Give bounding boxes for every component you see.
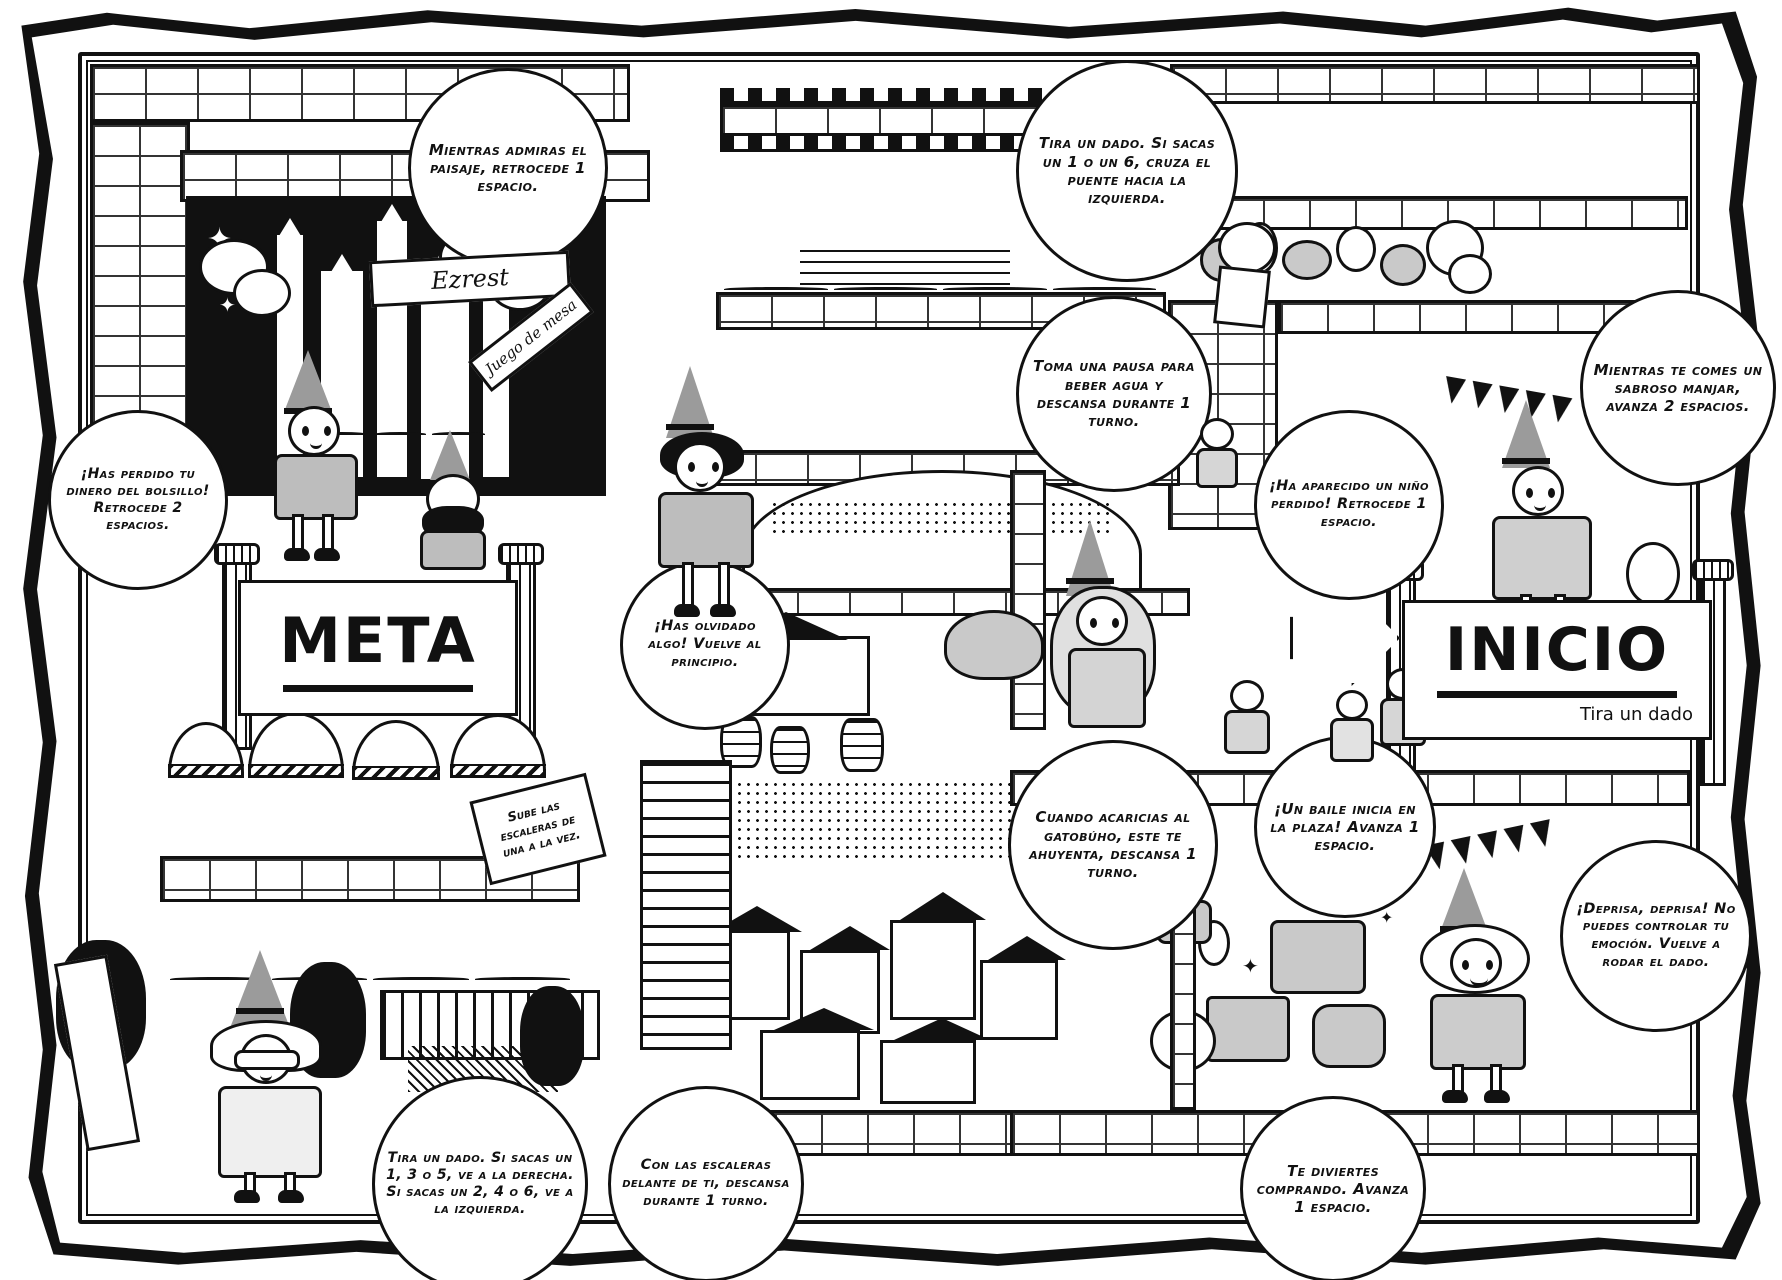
basket bbox=[1312, 1004, 1386, 1068]
fruit bbox=[1282, 240, 1332, 280]
space-text: Con las escaleras delante de ti, descans… bbox=[622, 1157, 790, 1209]
space-bubble-baile-plaza[interactable]: ¡Un baile inicia en la plaza! Avanza 1 e… bbox=[1254, 736, 1436, 918]
town-house bbox=[980, 960, 1058, 1040]
satchel bbox=[1270, 920, 1366, 994]
wall-left-vertical bbox=[90, 122, 190, 452]
space-text: Mientras admiras el paisaje, retrocede 1… bbox=[428, 140, 588, 196]
villager-small bbox=[1328, 690, 1378, 764]
cloud bbox=[233, 269, 291, 317]
start-label: INICIO bbox=[1444, 615, 1670, 685]
space-bubble-escaleras-delante[interactable]: Con las escaleras delante de ti, descans… bbox=[608, 1086, 804, 1280]
house-roof bbox=[894, 1018, 990, 1040]
cotton-candy bbox=[1448, 254, 1492, 294]
arch bbox=[373, 977, 469, 980]
barrel bbox=[770, 726, 810, 774]
arch bbox=[1052, 287, 1156, 290]
villager-small bbox=[1220, 680, 1274, 756]
character-boy-left bbox=[252, 350, 382, 561]
space-bubble-pausa-agua[interactable]: Toma una pausa para beber agua y descans… bbox=[1016, 296, 1212, 492]
house-roof bbox=[988, 936, 1066, 960]
space-bubble-sabroso-manjar[interactable]: Mientras te comes un sabroso manjar, ava… bbox=[1580, 290, 1776, 486]
goal-underline bbox=[283, 685, 473, 692]
space-text: ¡Has olvidado algo! Vuelve al principio. bbox=[648, 618, 762, 670]
space-bubble-olvidado-algo[interactable]: ¡Has olvidado algo! Vuelve al principio. bbox=[620, 560, 790, 730]
bird bbox=[1626, 542, 1680, 606]
space-text: Tira un dado. Si sacas un 1 o un 6, cruz… bbox=[1038, 134, 1216, 208]
cup bbox=[1213, 265, 1271, 329]
space-text: Te diviertes comprando. Avanza 1 espacio… bbox=[1256, 1161, 1410, 1217]
space-text: Toma una pausa para beber agua y descans… bbox=[1033, 357, 1195, 431]
space-bubble-nino-perdido[interactable]: ¡Ha aparecido un niño perdido! Retrocede… bbox=[1254, 410, 1444, 600]
character-boy-bottomleft bbox=[188, 950, 358, 1210]
character-gnome bbox=[406, 430, 516, 570]
wall-plaza-left bbox=[1010, 470, 1046, 730]
space-text: Cuando acaricias al gatobúho, este te ah… bbox=[1029, 808, 1197, 882]
glasses-icon bbox=[234, 1050, 300, 1070]
character-girl-running bbox=[1406, 868, 1556, 1103]
character-girl-topright bbox=[1476, 400, 1616, 635]
character-boy-centre bbox=[640, 366, 780, 617]
house-roof bbox=[810, 926, 890, 950]
river-water bbox=[800, 250, 1010, 300]
space-text: Mientras te comes un sabroso manjar, ava… bbox=[1593, 360, 1763, 416]
staircase-vertical bbox=[640, 760, 732, 1050]
space-text: ¡Ha aparecido un niño perdido! Retrocede… bbox=[1269, 478, 1429, 530]
wall-right-divider bbox=[1170, 900, 1196, 1110]
book bbox=[1206, 996, 1290, 1062]
goal-label: META bbox=[279, 604, 477, 677]
space-bubble-cruza-puente[interactable]: Tira un dado. Si sacas un 1 o un 6, cruz… bbox=[1016, 60, 1238, 282]
arch bbox=[373, 432, 427, 435]
space-bubble-te-diviertes[interactable]: Te diviertes comprando. Avanza 1 espacio… bbox=[1240, 1096, 1426, 1280]
space-bubble-deprisa[interactable]: ¡Deprisa, deprisa! No puedes controlar t… bbox=[1560, 840, 1752, 1032]
game-title: Ezrest bbox=[430, 262, 510, 296]
sparkle-icon: ✦ bbox=[1380, 908, 1394, 927]
sparkle-icon: ✦ bbox=[1242, 954, 1259, 978]
town-house bbox=[880, 1040, 976, 1104]
space-bubble-dinero-bolsillo[interactable]: ¡Has perdido tu dinero del bolsillo! Ret… bbox=[48, 410, 228, 590]
town-house bbox=[760, 1030, 860, 1100]
space-bubble-gatobuho[interactable]: Cuando acaricias al gatobúho, este te ah… bbox=[1008, 740, 1218, 950]
house-roof bbox=[774, 1008, 874, 1030]
star-icon: ✦ bbox=[219, 293, 236, 317]
fruit bbox=[1380, 244, 1426, 286]
space-text: ¡Un baile inicia en la plaza! Avanza 1 e… bbox=[1270, 799, 1420, 855]
start-hint: Tira un dado bbox=[1579, 704, 1693, 725]
wall-top-right bbox=[1170, 64, 1700, 104]
space-bubble-admira-paisaje[interactable]: Mientras admiras el paisaje, retrocede 1… bbox=[408, 68, 608, 268]
character-girl-centre bbox=[1036, 520, 1176, 730]
space-text: Tira un dado. Si sacas un 1, 3 o 5, ve a… bbox=[386, 1149, 574, 1218]
town-house bbox=[890, 920, 976, 1020]
space-bubble-tira-dado-direccion[interactable]: Tira un dado. Si sacas un 1, 3 o 5, ve a… bbox=[372, 1076, 588, 1280]
house-roof bbox=[900, 892, 986, 920]
fruit bbox=[1336, 226, 1376, 272]
barrel bbox=[840, 718, 884, 772]
owl-cat bbox=[944, 610, 1044, 680]
space-text: ¡Has perdido tu dinero del bolsillo! Ret… bbox=[66, 465, 210, 534]
start-underline bbox=[1437, 691, 1677, 698]
gateway-texture bbox=[770, 500, 1110, 536]
start-banner: INICIO Tira un dado bbox=[1402, 600, 1712, 740]
space-text: ¡Deprisa, deprisa! No puedes controlar t… bbox=[1576, 900, 1736, 970]
arch bbox=[474, 977, 570, 980]
villager-small bbox=[1192, 418, 1242, 488]
goal-banner: META bbox=[238, 580, 518, 716]
